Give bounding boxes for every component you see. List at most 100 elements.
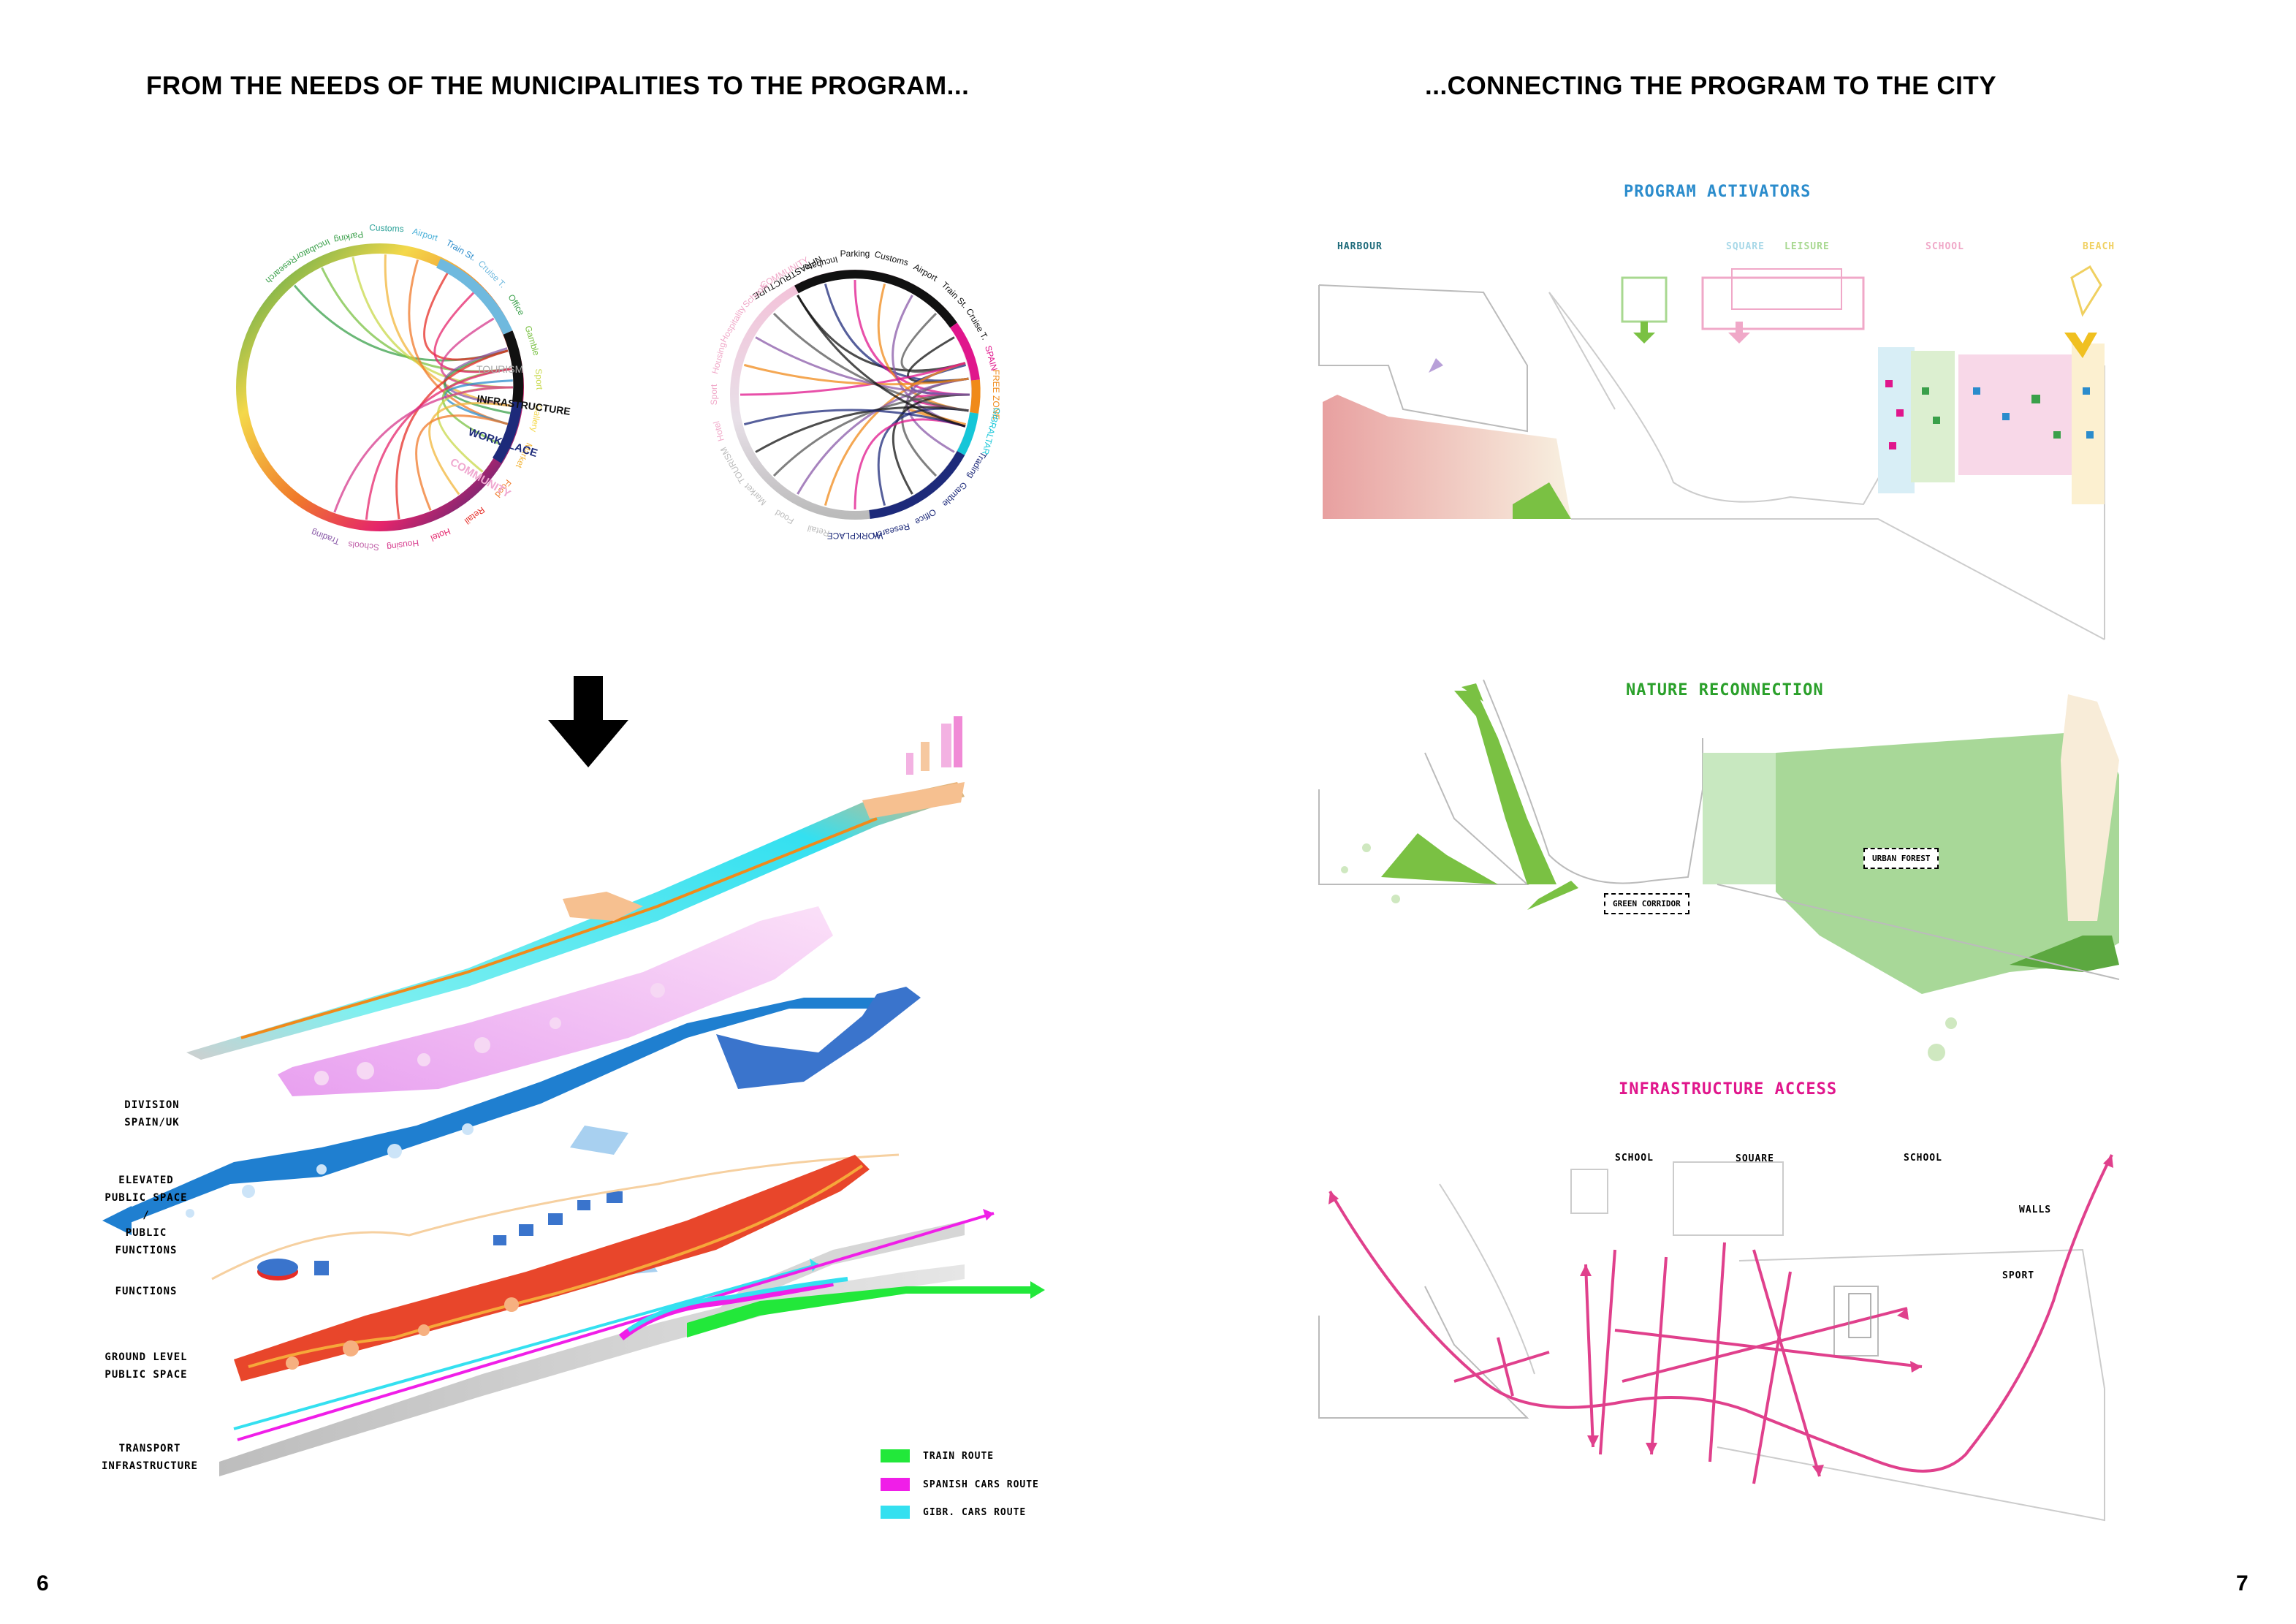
right-wheel-chord-22 — [755, 336, 970, 396]
legend-gibr-cars: GIBR. CARS ROUTE — [881, 1506, 1026, 1519]
left-wheel-chord-7 — [440, 317, 514, 389]
right-wheel-chord-17 — [772, 393, 970, 477]
map-nature-reconnection — [1318, 679, 2120, 1061]
legend-label-train: TRAIN ROUTE — [923, 1450, 995, 1462]
map-label-sport: SPORT — [2002, 1270, 2035, 1281]
access-arrows — [1328, 1154, 2113, 1484]
right-wheel-label-9: GIBRALTAR — [980, 406, 1003, 456]
access-arrowheads — [1328, 1155, 2113, 1476]
down-arrow-icon — [548, 676, 628, 767]
right-wheel-label-3: Customs — [873, 249, 909, 268]
right-wheel-chord-20 — [740, 362, 966, 396]
layer-label-transport: TRANSPORT INFRASTRUCTURE — [101, 1443, 198, 1472]
layer-elevated-public-space — [278, 906, 833, 1096]
right-wheel-label-17: Market — [742, 481, 768, 507]
axonometric-exploded-view — [102, 716, 1045, 1476]
heading-right: ...CONNECTING THE PROGRAM TO THE CITY — [1425, 72, 1997, 100]
right-wheel-chord-18 — [755, 406, 969, 453]
right-wheel-label-7: SPAIN — [983, 344, 1000, 372]
activator-arrows — [1429, 322, 1750, 373]
map-label-school-left: SCHOOL — [1615, 1153, 1654, 1164]
left-wheel-chord-15 — [395, 349, 509, 520]
layer-functions — [102, 987, 921, 1279]
layer-division — [186, 782, 965, 1060]
right-wheel-chord-21 — [743, 363, 969, 386]
map-label-leisure: LEISURE — [1784, 241, 1830, 252]
group-label-tourism: TOURISM — [476, 363, 523, 375]
legend-spanish-cars: SPANISH CARS ROUTE — [881, 1478, 1039, 1491]
left-wheel-chord-6 — [433, 292, 512, 373]
layer-label-division: DIVISION SPAIN/UK — [124, 1099, 180, 1128]
right-wheel-chord-19 — [743, 409, 966, 428]
chord-lines-left — [293, 254, 514, 520]
left-wheel-label-13: Retail — [463, 505, 487, 526]
left-wheel-label-8: Gamble — [523, 325, 542, 357]
layer-label-elevated: ELEVATED PUBLIC SPACE / PUBLIC FUNCTIONS — [104, 1175, 188, 1256]
left-wheel-label-14: Hotel — [429, 526, 452, 544]
layer-transport — [219, 1221, 965, 1476]
left-wheel-chord-3 — [384, 254, 512, 407]
right-wheel-label-18: TOURISM — [718, 445, 748, 485]
left-wheel-label-3: Customs — [369, 222, 404, 234]
map-label-school: SCHOOL — [1926, 241, 1964, 252]
layer-label-ground: GROUND LEVEL PUBLIC SPACE — [104, 1351, 188, 1381]
right-wheel-label-11: Gamble — [940, 480, 969, 509]
map-label-beach: BEACH — [2083, 241, 2116, 252]
legend-train-route: TRAIN ROUTE — [881, 1449, 994, 1462]
left-wheel-label-17: Trading — [310, 527, 341, 547]
map-title-infrastructure: INFRASTRUCTURE ACCESS — [1619, 1080, 1838, 1099]
legend-label-spanish: SPANISH CARS ROUTE — [923, 1479, 1039, 1490]
left-wheel-label-9: Sport — [533, 368, 544, 390]
right-wheel-label-22: Hospitality — [718, 304, 748, 344]
legend-swatch-spanish — [881, 1478, 910, 1491]
map-label-urban-forest: URBAN FOREST — [1863, 848, 1939, 869]
page-number-right: 7 — [2236, 1571, 2249, 1595]
map-label-square: SQUARE — [1726, 241, 1765, 252]
layer-ground-public-space — [234, 1155, 870, 1381]
heading-left: FROM THE NEEDS OF THE MUNICIPALITIES TO … — [146, 72, 970, 100]
left-wheel-chord-17 — [333, 386, 514, 513]
left-wheel-label-15: Housing — [386, 538, 419, 553]
legend-swatch-train — [881, 1449, 910, 1462]
left-wheel-label-5: Train St. — [444, 238, 478, 263]
left-wheel-chord-4 — [408, 259, 509, 425]
right-wheel-chord-24 — [797, 295, 966, 428]
legend-label-gibr: GIBR. CARS ROUTE — [923, 1506, 1027, 1518]
right-wheel-label-14: WORKPLACE — [827, 531, 883, 541]
right-wheel-label-20: Sport — [709, 384, 719, 405]
function-blocks — [211, 1153, 900, 1280]
page-number-left: 6 — [37, 1571, 49, 1595]
map-label-school-right: SCHOOL — [1904, 1153, 1942, 1164]
activator-icons — [1885, 380, 2094, 449]
map-label-harbour: HARBOUR — [1337, 241, 1383, 252]
layer-label-functions: FUNCTIONS — [115, 1286, 178, 1297]
group-label-infrastructure: INFRASTRUCTURE — [476, 392, 571, 417]
tower-cluster — [906, 716, 962, 775]
right-wheel-chord-16 — [797, 377, 969, 495]
legend-swatch-gibr — [881, 1506, 910, 1519]
right-wheel-chord-15 — [824, 362, 966, 506]
right-wheel-label-4: Airport — [912, 262, 940, 284]
map-infrastructure-access — [1318, 1154, 2113, 1522]
right-wheel-label-5: Train St. — [940, 280, 970, 311]
map-label-green-corridor: GREEN CORRIDOR — [1604, 893, 1689, 914]
activator-zones — [1621, 265, 2105, 504]
right-wheel-label-10: Trading — [965, 450, 989, 481]
right-wheel-label-12: Office — [913, 506, 938, 527]
left-wheel-label-4: Airport — [411, 226, 440, 243]
right-wheel-label-19: Hotel — [711, 420, 726, 443]
route-arrows — [233, 1209, 1045, 1441]
right-wheel-label-6: Cruise T. — [964, 307, 990, 342]
left-wheel-chord-9 — [444, 379, 513, 425]
right-wheel-label-16: Food — [773, 507, 796, 526]
left-wheel-chord-14 — [415, 414, 509, 511]
right-wheel-label-2: Parking — [840, 248, 870, 259]
right-wheel-label-21: Housing — [710, 341, 728, 375]
left-wheel-label-7: Office — [506, 292, 526, 317]
right-wheel-chord-1 — [824, 283, 969, 382]
map-title-nature: NATURE RECONNECTION — [1626, 681, 1824, 699]
left-wheel-chord-16 — [365, 368, 512, 520]
left-wheel-label-16: Schools — [348, 539, 380, 553]
